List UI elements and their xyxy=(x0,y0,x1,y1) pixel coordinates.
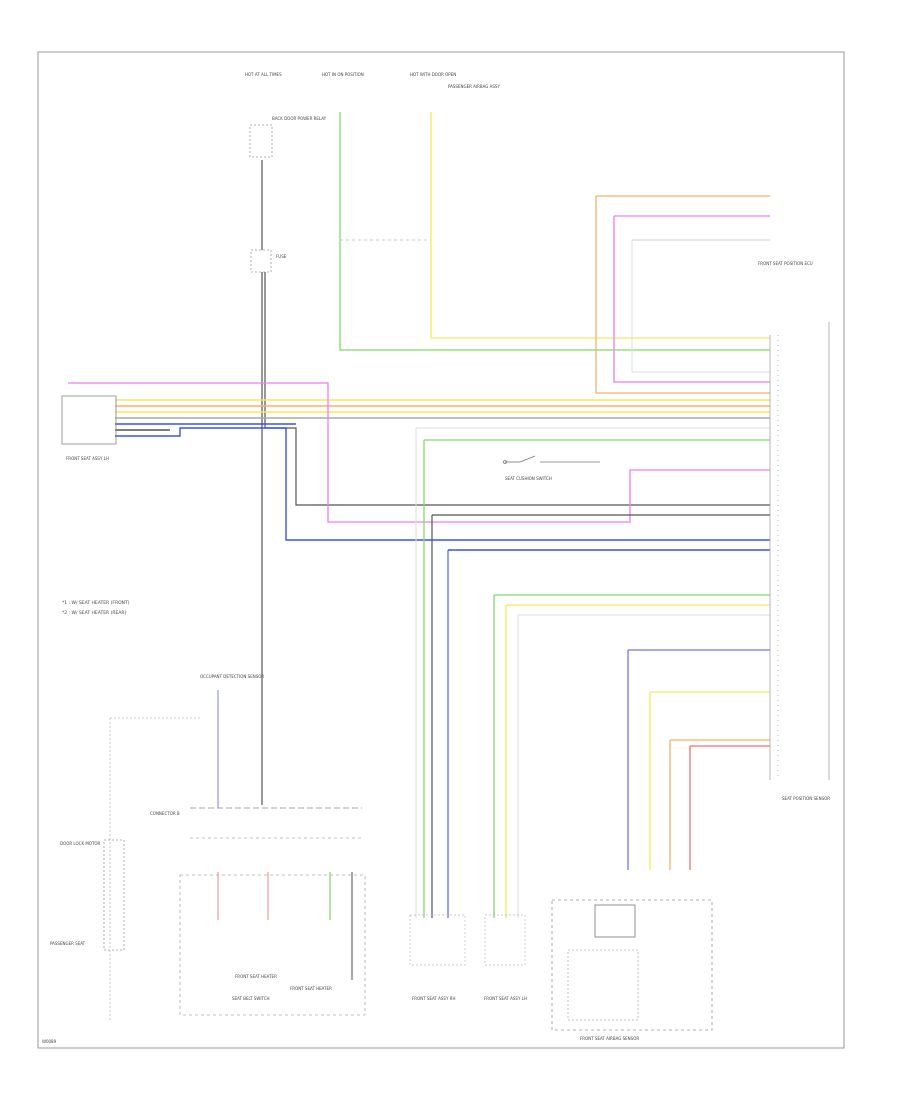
bottom-module-label: FRONT SEAT AIRBAG SENSOR xyxy=(580,1036,639,1041)
svg-text:FRONT SEAT ASSY LH: FRONT SEAT ASSY LH xyxy=(66,456,109,461)
relay-box xyxy=(249,124,273,158)
seat-module-label: SEAT POSITION SENSOR xyxy=(782,796,830,801)
legend-line-1: *1 : W/ SEAT HEATER (FRONT) xyxy=(62,600,130,606)
heater-elements xyxy=(217,872,353,980)
orange-lower-right xyxy=(669,739,770,870)
dashed-left-frame xyxy=(109,717,200,1020)
bottom-right-inner xyxy=(594,904,636,938)
orange-wire xyxy=(595,196,770,394)
magenta-loop xyxy=(68,382,770,523)
top-source-labels: HOT AT ALL TIMES HOT IN ON POSITION HOT … xyxy=(245,72,500,259)
bottom-connector-1 xyxy=(409,914,466,966)
red-lower-right xyxy=(689,745,770,870)
seat-heater-left-label: FRONT SEAT HEATER xyxy=(235,974,277,979)
seat-cushion-switch xyxy=(503,455,600,464)
gray-wire-top-v xyxy=(631,240,770,373)
legend: *1 : W/ SEAT HEATER (FRONT) *2 : W/ SEAT… xyxy=(62,600,130,616)
relay-label: BACK DOOR POWER RELAY xyxy=(272,116,327,121)
seat-heater-box-left xyxy=(179,874,366,1016)
passenger-seat-label: PASSENGER SEAT xyxy=(50,941,86,946)
source-label-1: HOT AT ALL TIMES xyxy=(245,72,282,77)
source-label-2: HOT IN ON POSITION xyxy=(322,72,364,77)
yellow-lower-right xyxy=(649,691,770,870)
bottom-connector-2 xyxy=(484,914,526,966)
page-border xyxy=(37,51,845,1049)
legend-line-2: *2 : W/ SEAT HEATER (REAR) xyxy=(62,610,127,616)
occupant-sensor-label: OCCUPANT DETECTION SENSOR xyxy=(200,674,264,679)
blue-lower-right xyxy=(627,649,770,870)
magenta-wire xyxy=(613,216,770,383)
front-seat-left-label-2: FRONT SEAT ASSY LH xyxy=(484,996,527,1001)
door-lock-label: DOOR LOCK MOTOR xyxy=(60,841,101,846)
fuse-box xyxy=(250,249,272,273)
front-seat-right-label: FRONT SEAT ASSY RH xyxy=(412,996,455,1001)
right-connector-column xyxy=(769,322,830,780)
connector-b-label: CONNECTOR B xyxy=(150,811,180,816)
left-connector-labels: FRONT SEAT ASSY LH xyxy=(66,456,109,461)
black-main-wire xyxy=(261,160,770,805)
bottom-right-module xyxy=(551,899,713,1031)
seat-heater-right-label: FRONT SEAT HEATER xyxy=(290,986,332,991)
page-code: W0089 xyxy=(42,1039,57,1044)
green-mid-right xyxy=(493,594,770,918)
passenger-airbag-label: PASSENGER AIRBAG ASSY xyxy=(448,84,500,89)
left-connector xyxy=(61,395,117,445)
yellow-source-wire xyxy=(430,112,770,339)
fuse-label: FUSE xyxy=(276,254,287,259)
source-label-3: HOT WITH DOOR OPEN xyxy=(410,72,456,77)
cushion-switch-label: SEAT CUSHION SWITCH xyxy=(505,476,552,481)
gray-mid-right xyxy=(517,614,770,918)
passenger-seat-box xyxy=(103,839,125,951)
bottom-right-inner-2 xyxy=(567,949,639,1021)
green-source-wire xyxy=(339,112,770,351)
yellow-mid-right xyxy=(505,604,770,918)
left-bus xyxy=(115,399,770,541)
seat-belt-label: SEAT BELT SWITCH xyxy=(232,996,270,1001)
ecu-right-label: FRONT SEAT POSITION ECU xyxy=(758,261,813,266)
